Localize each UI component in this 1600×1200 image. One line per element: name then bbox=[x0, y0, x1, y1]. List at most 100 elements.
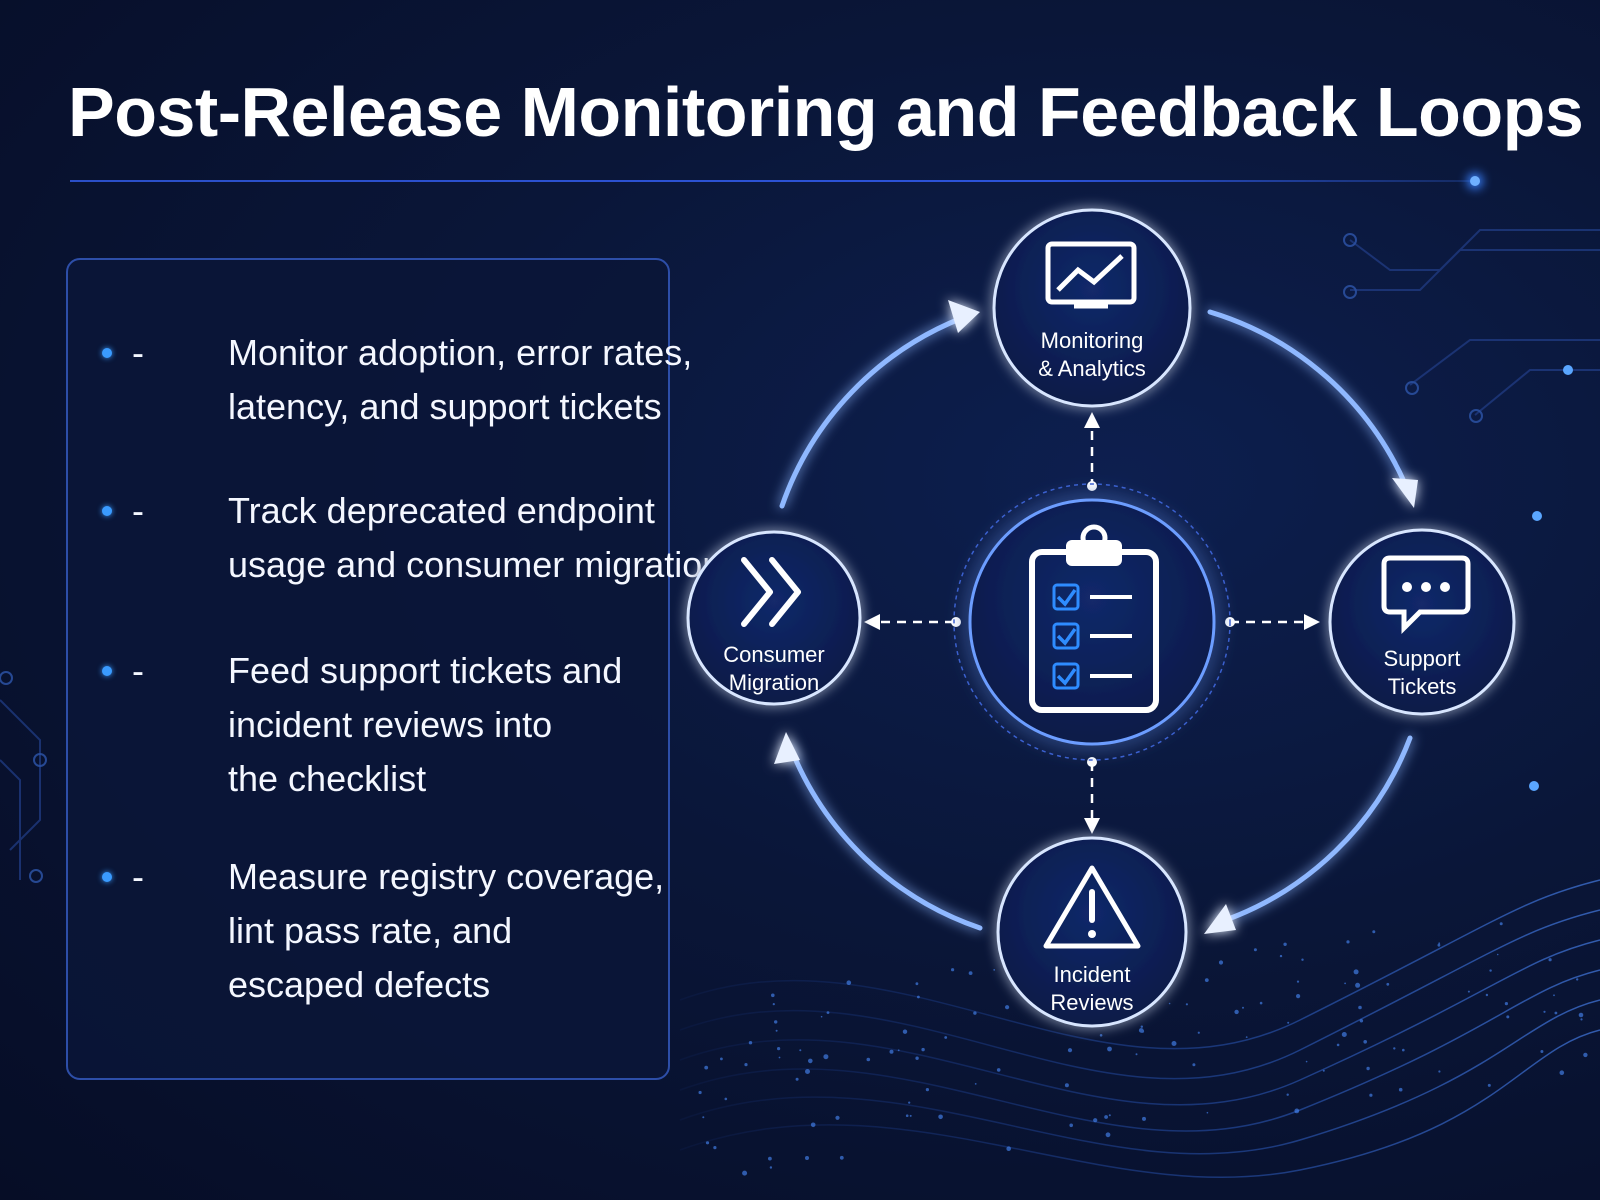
particle-dot bbox=[917, 995, 920, 999]
particle-dot bbox=[808, 1058, 813, 1064]
double-chevron-right-icon bbox=[741, 557, 801, 627]
speech-bubble-icon bbox=[1381, 555, 1471, 635]
particle-dot bbox=[1489, 969, 1492, 972]
incident-reviews-node: Incident Reviews bbox=[996, 836, 1188, 1028]
center-checklist-node bbox=[953, 483, 1231, 761]
particle-dot bbox=[795, 1077, 799, 1081]
bullet-dot-icon bbox=[102, 506, 112, 516]
particle-dot bbox=[1140, 1029, 1145, 1033]
particle-dot bbox=[1242, 1006, 1244, 1009]
bullet-text: Monitor adoption, error rates, latency, … bbox=[228, 326, 698, 434]
arrowhead-to-incident bbox=[1204, 904, 1236, 934]
particle-dot bbox=[1496, 953, 1499, 956]
bullet-line: latency, and support tickets bbox=[228, 386, 662, 427]
connector-dot bbox=[1087, 481, 1097, 491]
particle-dot bbox=[1185, 1003, 1188, 1006]
particle-dot bbox=[902, 1029, 908, 1034]
bullet-dot-icon bbox=[102, 666, 112, 676]
bullet-item: - Track deprecated endpoint usage and co… bbox=[100, 484, 722, 592]
particle-dot bbox=[1296, 994, 1301, 999]
bullet-dash: - bbox=[132, 856, 144, 897]
particle-dot bbox=[823, 1054, 829, 1060]
particle-dot bbox=[1168, 1002, 1171, 1005]
particle-dot bbox=[1358, 1005, 1362, 1010]
particle-dot bbox=[909, 1114, 912, 1117]
particle-dot bbox=[705, 1141, 710, 1145]
particle-dot bbox=[713, 1146, 717, 1150]
particle-dot bbox=[1583, 1052, 1588, 1058]
particle-dot bbox=[769, 1166, 773, 1169]
bullet-line: Measure registry coverage, bbox=[228, 856, 665, 897]
particle-dot bbox=[1336, 1043, 1340, 1047]
particle-dot bbox=[775, 1029, 778, 1032]
particle-dot bbox=[1283, 942, 1287, 946]
particle-dot bbox=[1578, 1012, 1584, 1018]
arrowhead-to-support bbox=[1392, 478, 1418, 508]
particle-dot bbox=[1540, 1050, 1544, 1053]
particle-dot bbox=[1344, 982, 1346, 985]
title-divider bbox=[70, 180, 1470, 182]
particle-dot bbox=[908, 1101, 911, 1104]
particle-dot bbox=[866, 1057, 871, 1062]
particle-dot bbox=[905, 1114, 909, 1117]
particle-dot bbox=[1359, 1019, 1364, 1023]
particle-dot bbox=[799, 1049, 802, 1052]
node-label-line: Support bbox=[1383, 646, 1460, 671]
bullet-text: Feed support tickets and incident review… bbox=[228, 644, 698, 806]
particle-dot bbox=[778, 1056, 781, 1059]
particle-dot bbox=[1108, 1114, 1111, 1117]
particle-dot bbox=[744, 1063, 748, 1067]
connector-arrowhead bbox=[1084, 412, 1100, 428]
particle-dot bbox=[1504, 1002, 1508, 1006]
particle-dot bbox=[1245, 1036, 1248, 1038]
connector-arrowhead bbox=[864, 614, 880, 630]
bullet-text: Measure registry coverage, lint pass rat… bbox=[228, 850, 698, 1012]
particle-dot bbox=[897, 1049, 900, 1052]
particle-dot bbox=[1366, 1066, 1370, 1071]
support-tickets-node: Support Tickets bbox=[1328, 528, 1516, 716]
center-outer-ring bbox=[953, 483, 1231, 761]
connector-endpoints bbox=[864, 412, 1320, 834]
particle-dot bbox=[1301, 958, 1304, 961]
particle-dot bbox=[1234, 1009, 1239, 1015]
particle-dot bbox=[1107, 1046, 1112, 1052]
particle-dot bbox=[1197, 1031, 1200, 1034]
bullet-line: Track deprecated endpoint bbox=[228, 490, 655, 531]
particle-dot bbox=[1135, 1053, 1138, 1056]
connector-dot bbox=[1087, 757, 1097, 767]
particle-dot bbox=[1393, 1047, 1396, 1050]
particle-dot bbox=[1104, 1115, 1108, 1119]
arc-incident-to-migration bbox=[787, 743, 983, 931]
monitoring-analytics-node: Monitoring & Analytics bbox=[992, 208, 1192, 408]
particle-dot bbox=[1286, 1093, 1289, 1096]
particle-dot bbox=[974, 1083, 977, 1085]
node-label-line: & Analytics bbox=[1038, 356, 1146, 381]
particle-dot bbox=[1341, 1032, 1347, 1037]
cycle-arcs bbox=[779, 309, 1413, 931]
particle-dot bbox=[1069, 1123, 1073, 1128]
particle-dot bbox=[1437, 943, 1441, 947]
particle-dot bbox=[915, 982, 919, 986]
particle-dot bbox=[748, 1041, 753, 1045]
particle-dot bbox=[1253, 948, 1257, 952]
bullet-dot-icon bbox=[102, 872, 112, 882]
particle-dot bbox=[1402, 1048, 1405, 1052]
particle-dot bbox=[1305, 1060, 1308, 1063]
particle-dot bbox=[1142, 1116, 1146, 1121]
particle-dot bbox=[724, 1097, 728, 1101]
particle-dot bbox=[810, 1122, 816, 1128]
particle-dot bbox=[1553, 994, 1555, 997]
particle-dot bbox=[704, 1065, 709, 1070]
particle-dot bbox=[996, 1068, 1001, 1072]
bullet-dot-icon bbox=[102, 348, 112, 358]
particle-dot bbox=[774, 1020, 778, 1024]
cycle-arrowheads bbox=[774, 300, 1418, 934]
bullet-item: - Feed support tickets and incident revi… bbox=[100, 644, 660, 806]
line-chart-monitor-icon bbox=[1045, 241, 1137, 309]
particle-dot bbox=[720, 1057, 723, 1061]
title-divider-glow-dot bbox=[1470, 176, 1480, 186]
node-label-line: Consumer bbox=[723, 642, 824, 667]
bullet-dash: - bbox=[132, 332, 144, 373]
clipboard-checklist-icon bbox=[1029, 524, 1159, 713]
